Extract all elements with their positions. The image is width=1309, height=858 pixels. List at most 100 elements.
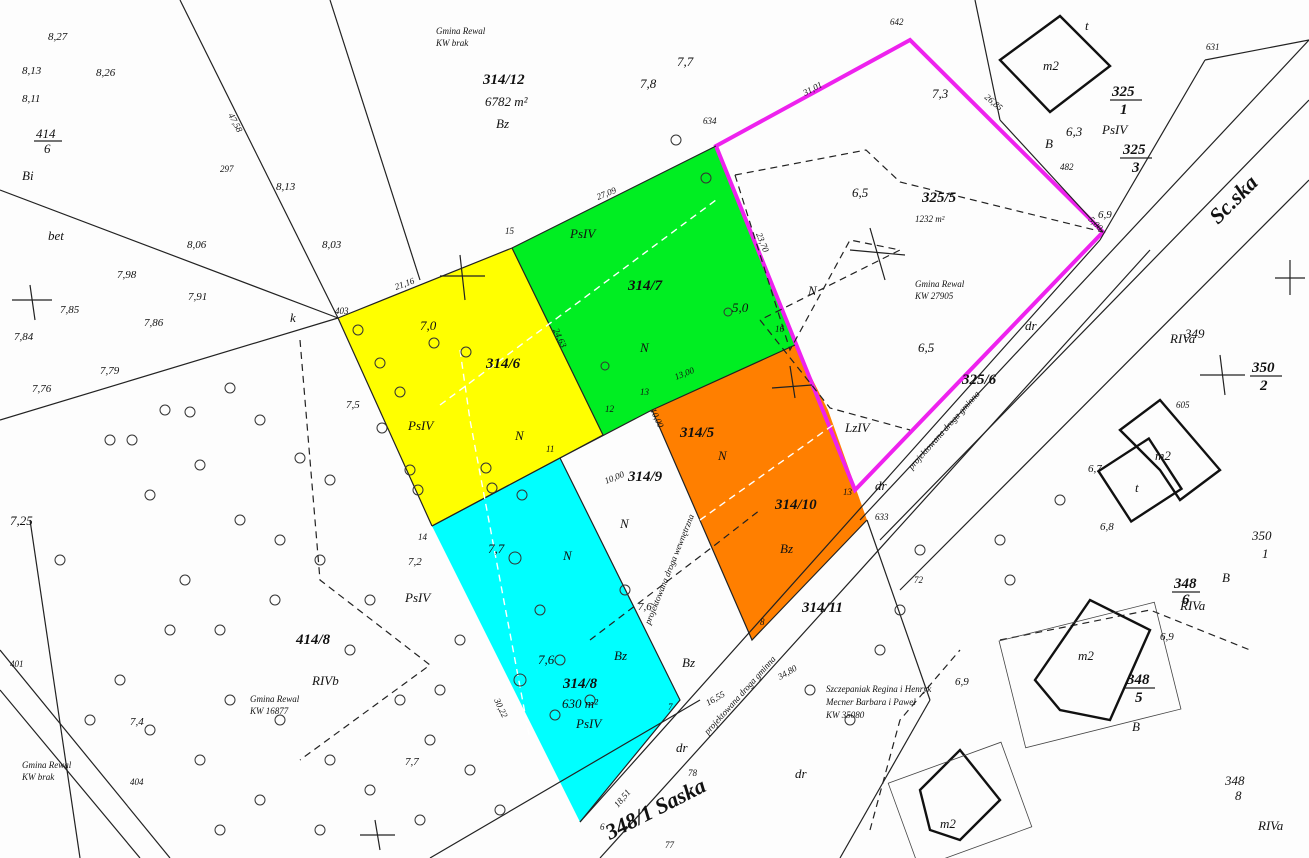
parcel-348-5-num[interactable]: 348 xyxy=(1126,672,1150,688)
point-number: 401 xyxy=(10,659,24,669)
parcel-314-8-area: 630 m² xyxy=(562,696,599,711)
landuse-dr-2: dr xyxy=(875,478,888,493)
landuse-riva-3: RIVa xyxy=(1169,331,1196,346)
parcel-350-1-num[interactable]: 350 xyxy=(1251,528,1272,543)
height-label: 6,5 xyxy=(852,185,869,200)
landuse-k: k xyxy=(290,310,296,325)
landuse-psiv-yellow: PsIV xyxy=(407,418,435,433)
landuse-lziv: LzIV xyxy=(844,420,872,435)
height-label: 7,2 xyxy=(408,556,422,568)
parcel-350-2-num[interactable]: 350 xyxy=(1251,360,1275,376)
dimension: 18,51 xyxy=(612,787,633,809)
landuse-b-e: B xyxy=(1222,570,1230,585)
parcel-414-6-num[interactable]: 414 xyxy=(36,126,56,141)
spot-heights: 7,3 6,5 6,5 7,0 5,0 6,3 7,7 7,6 7,8 7,7 … xyxy=(10,31,1174,768)
parcel-314-8[interactable]: 314/8 xyxy=(562,676,598,692)
house-label-m2-se: m2 xyxy=(1078,648,1094,663)
dimension: 47,58 xyxy=(226,111,245,134)
height-label: 8,13 xyxy=(22,65,42,77)
landuse-bz-north: Bz xyxy=(496,116,509,131)
height-label: 8,03 xyxy=(322,239,342,251)
colored-parcels xyxy=(338,37,1106,822)
parcel-350-1-den: 1 xyxy=(1262,546,1269,561)
height-label: 7,84 xyxy=(14,331,34,343)
parcel-314-6-area[interactable] xyxy=(338,248,603,526)
house-e xyxy=(1118,398,1222,502)
height-label: 7,7 xyxy=(405,756,419,768)
point-number: 482 xyxy=(1060,162,1074,172)
parcel-349[interactable]: 349 xyxy=(1184,326,1205,341)
height-label: 7,79 xyxy=(100,365,120,377)
parcel-348-6-num[interactable]: 348 xyxy=(1173,576,1197,592)
house-e-annex xyxy=(1096,436,1184,524)
owner-szczepaniak: Szczepaniak Regina i Henryk xyxy=(826,684,932,694)
height-label: 7,6 xyxy=(538,652,555,667)
height-label: 7,7 xyxy=(677,54,694,69)
house-label-m2-e: m2 xyxy=(1155,448,1171,463)
landuse-n-orange: N xyxy=(717,448,728,463)
parcel-325-5-area: 1232 m² xyxy=(915,214,945,224)
landuse-dr-4: dr xyxy=(795,766,808,781)
parcel-314-8-area[interactable] xyxy=(432,458,680,822)
landuse-rivb: RIVb xyxy=(311,673,339,688)
parcel-325-6[interactable]: 325/6 xyxy=(961,372,997,388)
parcel-348-6-den: 6 xyxy=(1182,592,1190,608)
dimension: 34,80 xyxy=(775,663,799,683)
landuse-psiv-cyan: PsIV xyxy=(575,716,603,731)
parcel-314-5-10-area[interactable] xyxy=(652,345,867,640)
parcel-348-8-num[interactable]: 348 xyxy=(1224,773,1245,788)
point-number: 631 xyxy=(1206,42,1220,52)
parcel-350-2-den: 2 xyxy=(1259,378,1268,394)
point-number: 6 xyxy=(600,822,605,832)
landuse-dr-1: dr xyxy=(1025,318,1038,333)
parcel-314-5[interactable]: 314/5 xyxy=(679,425,715,441)
height-label: 7,7 xyxy=(488,541,505,556)
point-number: 72 xyxy=(914,575,924,585)
dimension: 30,22 xyxy=(492,696,510,720)
parcel-314-11[interactable]: 314/11 xyxy=(801,600,843,616)
height-label: 8,27 xyxy=(48,31,68,43)
point-number: 634 xyxy=(703,116,717,126)
parcel-314-12[interactable]: 314/12 xyxy=(482,72,525,88)
land-use-labels: PsIV PsIV PsIV PsIV PsIV N N N N N N Bz … xyxy=(22,18,1284,833)
parcel-325-3-num[interactable]: 325 xyxy=(1122,142,1146,158)
parcel-314-10[interactable]: 314/10 xyxy=(774,497,817,513)
landuse-n-325: N xyxy=(807,283,818,298)
height-label: 6,9 xyxy=(1098,209,1112,221)
house-label-t-e: t xyxy=(1135,480,1139,495)
parcel-314-6[interactable]: 314/6 xyxy=(485,356,521,372)
height-label: 7,5 xyxy=(346,399,360,411)
height-label: 6,3 xyxy=(1066,124,1083,139)
height-label: 8,13 xyxy=(276,181,296,193)
height-label: 6,9 xyxy=(1160,631,1174,643)
point-number: 13 xyxy=(843,487,853,497)
owner-kw-414: KW 16877 xyxy=(249,706,289,716)
height-label: 8,06 xyxy=(187,239,207,251)
height-label: 7,0 xyxy=(420,318,437,333)
house-label-m2-ne: m2 xyxy=(1043,58,1059,73)
landuse-riva-1: RIVa xyxy=(1179,598,1206,613)
point-number: 11 xyxy=(546,444,554,454)
height-label: 6,9 xyxy=(955,676,969,688)
landuse-psiv-green: PsIV xyxy=(569,226,597,241)
parcel-314-7-area[interactable] xyxy=(512,146,795,435)
owner-kw-35080: KW 35080 xyxy=(825,710,865,720)
street-348-1-saska[interactable]: 348/1 Saska xyxy=(600,773,710,845)
parcel-325-5[interactable]: 325/5 xyxy=(921,190,957,206)
parcel-414-8[interactable]: 414/8 xyxy=(295,632,331,648)
height-label: 7,85 xyxy=(60,304,80,316)
landuse-b-se: B xyxy=(1132,719,1140,734)
parcel-325-1-num[interactable]: 325 xyxy=(1111,84,1135,100)
parcel-325-3-den: 3 xyxy=(1131,160,1140,176)
parcel-314-9[interactable]: 314/9 xyxy=(627,469,663,485)
parcel-314-7[interactable]: 314/7 xyxy=(627,278,663,294)
point-number: 14 xyxy=(418,532,428,542)
landuse-bi: Bi xyxy=(22,168,34,183)
landuse-n-green: N xyxy=(639,340,650,355)
owner-gmina-325: Gmina Rewal xyxy=(915,279,965,289)
landuse-b-ne: B xyxy=(1045,136,1053,151)
owner-kw-325: KW 27905 xyxy=(914,291,954,301)
point-number: 403 xyxy=(335,306,349,316)
point-number: 13 xyxy=(640,387,650,397)
